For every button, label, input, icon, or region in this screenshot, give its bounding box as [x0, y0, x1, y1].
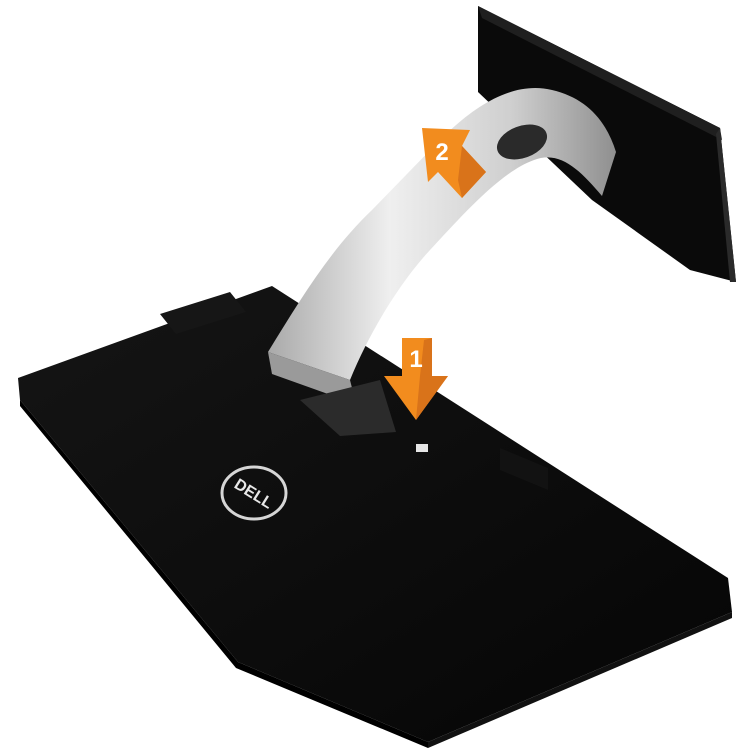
- step-2-label: 2: [435, 139, 448, 166]
- stand-base: [18, 286, 732, 748]
- step-1-label: 1: [409, 346, 422, 373]
